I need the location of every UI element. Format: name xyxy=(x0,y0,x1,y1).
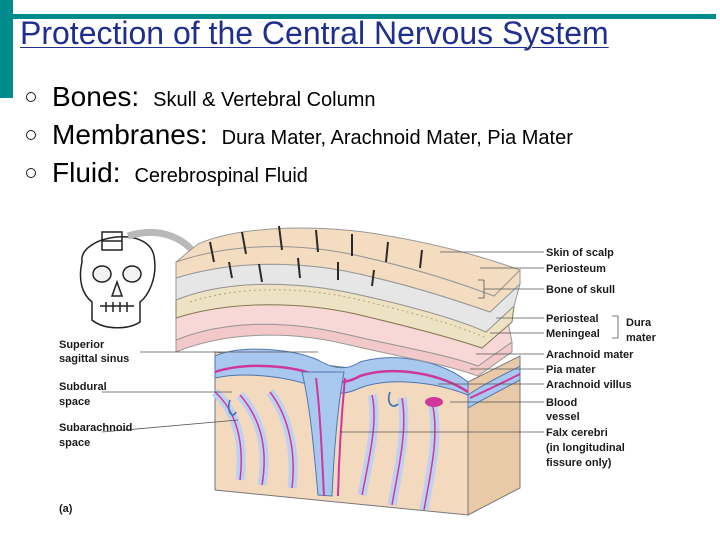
bullet-icon xyxy=(26,130,36,140)
label-meningeal: Meningeal xyxy=(546,328,600,340)
label-bone-of-skull: Bone of skull xyxy=(546,284,615,296)
label-subdural-space: space xyxy=(59,396,90,408)
brain-block xyxy=(211,348,521,516)
label-skin-of-scalp: Skin of scalp xyxy=(546,247,614,259)
tissue-layers xyxy=(175,225,521,377)
leader-lines xyxy=(340,251,619,433)
bullet-term: Membranes: xyxy=(52,119,208,150)
title-rule xyxy=(13,14,716,19)
label-fissure-only: fissure only) xyxy=(546,457,612,469)
bullet-term: Fluid: xyxy=(52,157,121,188)
label-longitudinal: (in longitudinal xyxy=(546,442,625,454)
bullet-term: Bones: xyxy=(52,81,140,112)
label-pia-mater: Pia mater xyxy=(546,364,596,376)
label-sagittal-sinus: sagittal sinus xyxy=(59,353,129,365)
label-blood: Blood xyxy=(546,397,577,409)
bullet-description: Cerebrospinal Fluid xyxy=(134,165,308,187)
label-vessel: vessel xyxy=(546,411,580,423)
bullet-list: Bones: Skull & Vertebral Column Membrane… xyxy=(26,80,573,194)
label-dura: Dura xyxy=(626,317,652,329)
bullet-fluid: Fluid: Cerebrospinal Fluid xyxy=(26,156,573,194)
bullet-icon xyxy=(26,92,36,102)
label-mater: mater xyxy=(626,332,657,344)
slide-title: Protection of the Central Nervous System xyxy=(20,15,609,51)
bullet-description: Skull & Vertebral Column xyxy=(153,89,376,111)
bullet-bones: Bones: Skull & Vertebral Column xyxy=(26,80,573,118)
label-subarachnoid-space: space xyxy=(59,437,90,449)
panel-label: (a) xyxy=(59,503,73,515)
label-falx-cerebri: Falx cerebri xyxy=(546,427,608,439)
label-subarachnoid: Subarachnoid xyxy=(59,422,132,434)
accent-bar xyxy=(0,0,13,98)
label-superior: Superior xyxy=(59,339,105,351)
label-periosteal: Periosteal xyxy=(546,313,599,325)
left-leader-lines xyxy=(101,351,318,433)
bullet-membranes: Membranes: Dura Mater, Arachnoid Mater, … xyxy=(26,118,573,156)
label-arachnoid-mater: Arachnoid mater xyxy=(546,349,634,361)
label-subdural: Subdural xyxy=(59,381,107,393)
bullet-icon xyxy=(26,168,36,178)
label-arachnoid-villus: Arachnoid villus xyxy=(546,379,632,391)
skull-icon xyxy=(79,231,156,329)
bullet-description: Dura Mater, Arachnoid Mater, Pia Mater xyxy=(221,127,573,149)
meninges-diagram: Skin of scalp Periosteum Bone of skull P… xyxy=(59,225,657,516)
label-periosteum: Periosteum xyxy=(546,263,606,275)
